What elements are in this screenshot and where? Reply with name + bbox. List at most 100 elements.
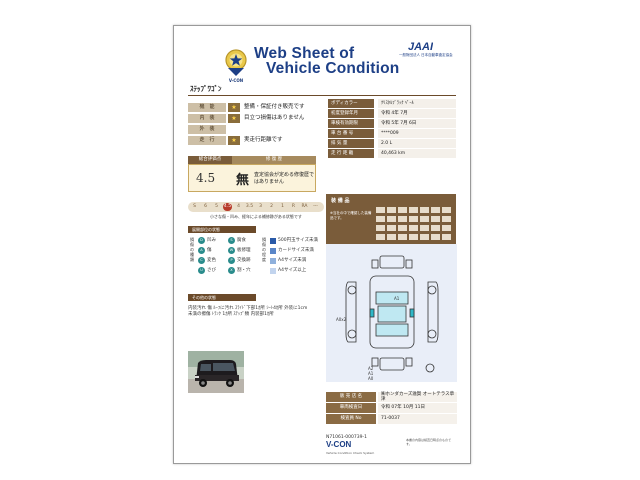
equipment-cell — [431, 234, 440, 240]
equipment-cell — [398, 216, 407, 222]
equipment-cell — [387, 225, 396, 231]
equipment-cell — [409, 234, 418, 240]
equipment-cell — [431, 216, 440, 222]
spec-value: 2.0 L — [378, 139, 456, 148]
equipment-cell — [442, 216, 451, 222]
dealer-value: 令和 07年 10月 11日 — [378, 403, 457, 413]
spec-value: 令和 4年 7月 — [378, 109, 456, 118]
equipment-header: 装 備 品 — [331, 198, 350, 204]
equipment-cell — [376, 225, 385, 231]
status-text: 実走行距離です — [244, 137, 283, 143]
spec-label: 車検有効期限 — [328, 119, 374, 128]
other-notes-header: その他の状態 — [188, 294, 256, 301]
spec-label: 車 台 番 号 — [328, 129, 374, 138]
svg-text:JAAI: JAAI — [408, 41, 433, 52]
diagram-label: A0x2 — [336, 317, 347, 322]
status-row: 外 装 — [188, 125, 308, 135]
spec-row: 車 台 番 号 ****009 — [328, 129, 456, 138]
status-row: 走 行 ★ 実走行距離です — [188, 136, 308, 146]
status-row: 内 装 ★ 目立つ損傷はありません — [188, 114, 308, 124]
dealer-label: 車両検査日 — [326, 403, 376, 413]
equipment-cell — [409, 216, 418, 222]
rank-item: 4.5 — [223, 203, 232, 211]
equipment-cell — [376, 216, 385, 222]
equipment-cell — [442, 234, 451, 240]
equipment-note: ※当社の中で確認した装備品です。 — [330, 211, 372, 220]
diagram-label: A2 — [368, 366, 374, 371]
spec-value: 令和 5年 7月 6日 — [378, 119, 456, 128]
rank-item: 5 — [215, 204, 218, 209]
status-row: 機 能 ★ 整備・保証付き販売です — [188, 103, 308, 113]
dealer-table: 販 売 店 名㈱ホンダカーズ滋賀 オートテラス草津 車両検査日令和 07年 10… — [326, 392, 457, 425]
rank-item: 4 — [237, 204, 240, 209]
equipment-cell — [409, 225, 418, 231]
rank-note: 小さな傷・凹み、経年による補修跡がある状態です — [210, 214, 302, 219]
score-header-total: 総合評価点 — [188, 156, 232, 164]
vcon-brand-sub: Vehicle Condition Check System — [326, 451, 375, 455]
equipment-cell — [420, 216, 429, 222]
legend-item: A4サイズ以上 — [270, 267, 306, 274]
rank-item: 3.5 — [245, 204, 254, 209]
diagram-label: A1 — [394, 296, 400, 301]
star-icon: ★ — [228, 103, 240, 112]
vehicle-name: ｽﾃｯﾌﾟﾜｺﾞﾝ — [190, 85, 222, 93]
dealer-label: 検査員 No — [326, 414, 376, 424]
repair-note: 査定協会が定める修復歴ではありません — [254, 172, 315, 185]
rank-item: 2 — [270, 204, 273, 209]
vcon-brand: V-CON — [326, 440, 352, 449]
equipment-cell — [442, 225, 451, 231]
total-score: 4.5 — [196, 171, 216, 185]
diagram-label: A0 — [368, 376, 374, 381]
dealer-label: 販 売 店 名 — [326, 392, 376, 402]
equipment-cell — [387, 216, 396, 222]
legend-item: A4サイズ未満 — [270, 257, 306, 264]
document-id: N71061-000739-1 — [326, 435, 367, 440]
status-label: 外 装 — [188, 125, 226, 134]
dealer-row: 販 売 店 名㈱ホンダカーズ滋賀 オートテラス草津 — [326, 392, 457, 402]
status-label: 走 行 — [188, 136, 226, 145]
score-box — [188, 164, 316, 192]
rank-scale-bar — [188, 202, 324, 212]
vcon-emblem-icon — [225, 49, 247, 76]
legend-vertical-a: 損傷の種類 — [190, 237, 194, 262]
status-label: 機 能 — [188, 103, 226, 112]
star-icon: ★ — [228, 114, 240, 123]
dealer-value: 71-0037 — [378, 414, 457, 424]
spec-row: ボディカラーｸﾘｽﾀﾙﾌﾞﾗｯｸ ﾍﾟｰﾙ — [328, 99, 456, 108]
spec-label: ボディカラー — [328, 99, 374, 108]
equipment-cell — [431, 225, 440, 231]
equipment-cell — [420, 225, 429, 231]
spec-table: ボディカラーｸﾘｽﾀﾙﾌﾞﾗｯｸ ﾍﾟｰﾙ 初度登録年月令和 4年 7月 車検有… — [328, 99, 456, 159]
equipment-cell — [387, 234, 396, 240]
equipment-cell — [409, 207, 418, 213]
star-icon: ★ — [228, 136, 240, 145]
vehicle-damage-diagram — [345, 255, 439, 373]
repair-symbol: 無 — [236, 173, 250, 188]
other-notes-text: 内装汚れ 傷 ﾙｰﾌに汚れ ｽﾗｲﾄﾞ下部1ｶ所 ｼｰﾄ4ｶ所 外装に1cm未満… — [188, 306, 308, 317]
status-table: 機 能 ★ 整備・保証付き販売です 内 装 ★ 目立つ損傷はありません 外 装 … — [188, 103, 308, 147]
rank-item: 6 — [204, 204, 207, 209]
rank-item: --- — [313, 204, 318, 209]
logo-text: V-CON — [228, 78, 244, 83]
diagram-label: A1 — [368, 371, 374, 376]
spec-row: 車検有効期限令和 5年 7月 6日 — [328, 119, 456, 128]
legend-item: カードサイズ未満 — [270, 247, 314, 254]
dealer-row: 車両検査日令和 07年 10月 11日 — [326, 403, 457, 413]
spec-value: ****009 — [378, 129, 456, 138]
org-name: 一般財団法人 日本自動車査定協会 — [399, 53, 453, 57]
equipment-cell — [376, 207, 385, 213]
jaai-logo: JAAI — [407, 37, 434, 53]
rank-item: 3 — [259, 204, 262, 209]
equipment-cell — [442, 207, 451, 213]
legend-item: 500円玉サイズ未満 — [270, 237, 318, 244]
spec-row: 初度登録年月令和 4年 7月 — [328, 109, 456, 118]
title-line2: Vehicle Condition — [266, 60, 400, 77]
equipment-cell — [387, 207, 396, 213]
equipment-cell — [398, 207, 407, 213]
